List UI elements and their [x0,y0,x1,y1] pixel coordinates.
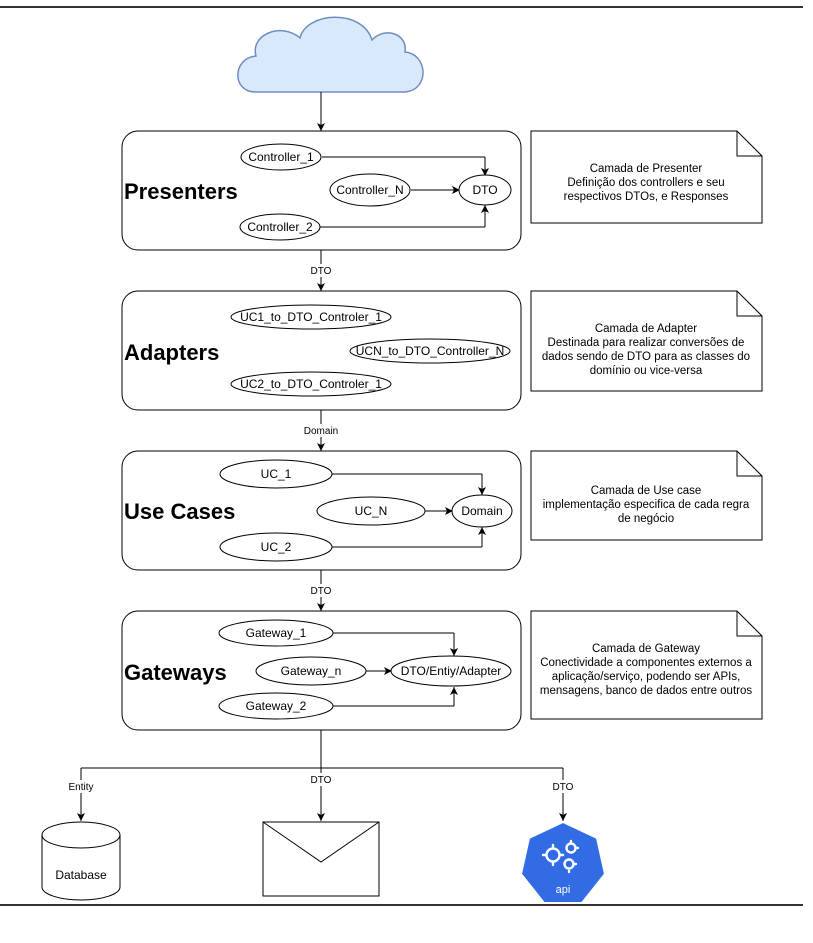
uc2-adapter-node [230,371,392,397]
gateway-n-label: Gateway_n [281,664,342,678]
svg-text:implementação especifica de ca: implementação especifica de cada regra [543,499,750,511]
svg-text:respectivos DTOs, e Responses: respectivos DTOs, e Responses [564,191,729,203]
svg-text:Conectividade a componentes ex: Conectividade a componentes externos a [540,657,752,669]
usecases-note: Camada de Use case implementação especif… [530,450,763,541]
presenters-title: Presenters [124,179,238,204]
gateway-branches: Entity DTO DTO [64,730,578,821]
domain-node [451,494,513,528]
adapters-title: Adapters [124,340,219,365]
controller-n-label: Controller_N [336,183,403,197]
presenters-note: Camada de Presenter Definição dos contro… [530,130,763,224]
usecases-title: Use Cases [124,499,235,524]
gateway-1-label: Gateway_1 [246,626,307,640]
edge-label-entity: Entity [68,782,93,793]
uc-n-label: UC_N [355,504,388,518]
dto-entity-adapter-label: DTO/Entiy/Adapter [401,664,502,678]
cloud-icon [237,16,424,93]
svg-text:aplicação/serviço, podendo ser: aplicação/serviço, podendo ser APIs, [552,671,741,683]
adapters-note: Camada de Adapter Destinada para realiza… [530,290,763,392]
api-label: api [556,884,571,896]
uc-2-node [219,532,333,562]
dto-label: DTO [472,183,497,197]
svg-text:Destinada para realizar conver: Destinada para realizar conversões de [548,337,745,349]
svg-text:Camada de Use case: Camada de Use case [591,485,702,497]
adapters-layer: Adapters UC1_to_DTO_Controler_1 UCN_to_D… [121,290,522,411]
controller-1-label: Controller_1 [248,150,314,164]
gateways-note: Camada de Gateway Conectividade a compon… [530,610,763,720]
database-label: Database [55,868,107,882]
uc-n-node [316,496,426,526]
gateway-1-node [218,619,334,647]
edge-label-dto-4: DTO [553,782,574,793]
svg-text:Camada de Adapter: Camada de Adapter [595,323,697,335]
message-envelope-icon [262,821,380,897]
ucn-adapter-label: UCN_to_DTO_Controller_N [356,344,505,358]
svg-text:Definição dos controllers e se: Definição dos controllers e seu [567,177,724,189]
dto-entity-adapter-node [390,655,512,687]
edge-label-dto-1: DTO [311,266,332,277]
uc1-adapter-label: UC1_to_DTO_Controler_1 [240,310,382,324]
uc-1-node [219,459,333,489]
svg-text:dados sendo de DTO para as cla: dados sendo de DTO para as classes do [542,351,750,363]
edge-label-dto-2: DTO [311,586,332,597]
controller-2-label: Controller_2 [247,220,313,234]
gateway-2-label: Gateway_2 [246,699,307,713]
ucn-adapter-node [349,338,511,364]
svg-text:domínio ou vice-versa: domínio ou vice-versa [590,365,703,377]
gateway-n-node [255,656,367,686]
gateway-2-node [218,692,334,720]
edge-label-dto-3: DTO [311,775,332,786]
controller-2-node [239,213,321,241]
gateways-layer: Gateways Gateway_1 Gateway_n Gateway_2 D… [121,610,522,731]
edge-label-domain: Domain [304,426,338,437]
svg-text:de negócio: de negócio [618,513,674,525]
dto-node [458,174,512,206]
svg-text:mensagens, banco de dados entr: mensagens, banco de dados entre outros [540,685,753,697]
svg-text:Camada de Gateway: Camada de Gateway [592,643,700,655]
controller-1-node [240,143,322,171]
gateways-title: Gateways [124,660,227,685]
uc-2-label: UC_2 [261,540,292,554]
uc2-adapter-label: UC2_to_DTO_Controler_1 [240,377,382,391]
svg-text:Camada de Presenter: Camada de Presenter [590,163,703,175]
api-icon: api [519,820,607,904]
presenters-layer: Presenters Controller_1 Controller_N Con… [121,130,522,251]
uc1-adapter-node [230,304,392,330]
domain-label: Domain [461,504,502,518]
controller-n-node [329,173,411,207]
uc-1-label: UC_1 [261,467,292,481]
database-icon: Database [41,821,121,901]
usecases-layer: Use Cases UC_1 UC_N UC_2 Domain [121,450,522,571]
